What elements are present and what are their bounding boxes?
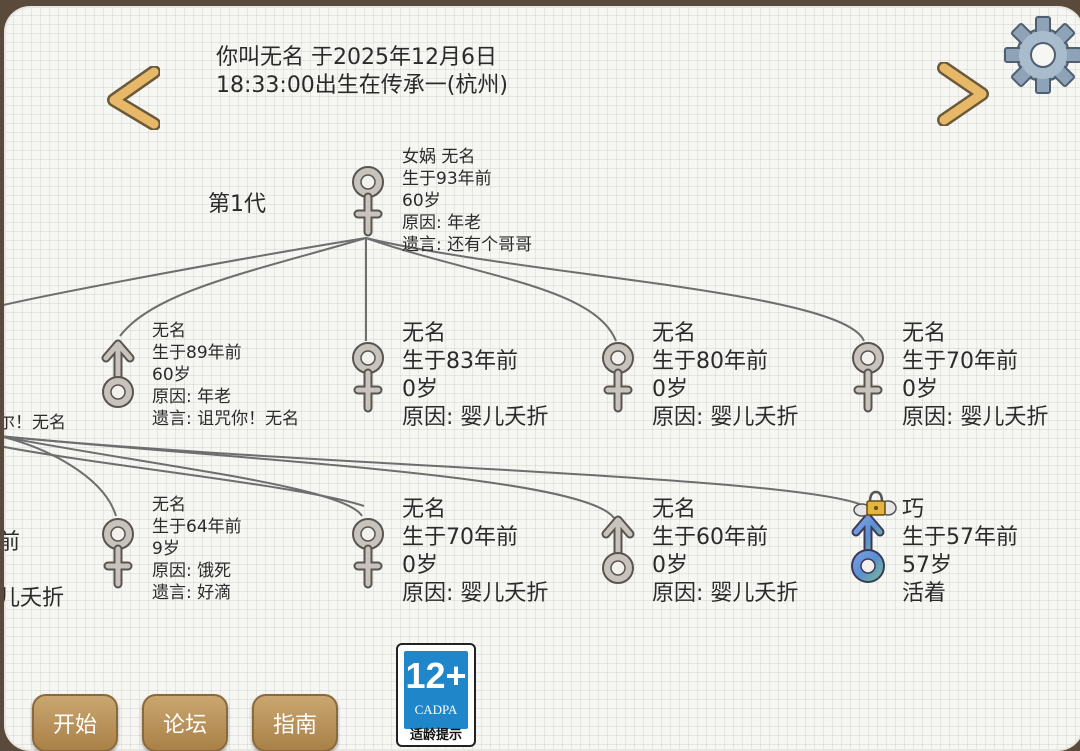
female-symbol-icon <box>352 166 384 237</box>
age-rating-number: 12+ <box>405 655 467 696</box>
settings-button[interactable] <box>1002 14 1080 100</box>
person-born: 生于57年前 <box>902 525 1018 550</box>
person-cause: 原因: 饿死 <box>152 561 232 581</box>
person-name: 无名 <box>902 321 947 346</box>
person-will: 遗言: 好滴 <box>152 583 232 603</box>
person-cause: 原因: 婴儿夭折 <box>402 581 549 606</box>
person-born: 生于70年前 <box>902 349 1018 374</box>
male-symbol-icon <box>601 515 635 584</box>
chevron-right-icon <box>937 61 989 127</box>
person-cause: 原因: 年老 <box>152 387 232 407</box>
person-born: 生于80年前 <box>652 349 768 374</box>
person-age: 9岁 <box>152 539 180 559</box>
person-status: 活着 <box>902 581 947 606</box>
age-rating-badge[interactable]: 12+ CADPA 适龄提示 <box>396 643 476 747</box>
tree-lines <box>4 237 865 519</box>
person-name: 巧 <box>902 497 925 522</box>
forum-button[interactable]: 论坛 <box>142 694 228 751</box>
female-symbol-icon <box>852 342 884 413</box>
person-name: 无名 <box>152 495 186 515</box>
lock-icon <box>853 490 897 517</box>
clipped-will-text: 尔！无名 <box>4 413 66 433</box>
clipped-text-bottom: 儿夭折 <box>4 586 65 611</box>
family-tree-panel: 你叫无名 于2025年12月6日 18:33:00出生在传承一(杭州) <box>4 6 1080 751</box>
person-age: 0岁 <box>652 553 688 578</box>
person-born: 生于83年前 <box>402 349 518 374</box>
guide-button[interactable]: 指南 <box>252 694 338 751</box>
chevron-left-icon <box>107 65 161 131</box>
age-rating-tip: 适龄提示 <box>409 728 462 743</box>
person-name: 无名 <box>402 321 447 346</box>
person-cause: 原因: 婴儿夭折 <box>902 405 1049 430</box>
prev-arrow-button[interactable] <box>104 65 161 134</box>
female-symbol-icon <box>352 518 384 589</box>
male-symbol-colored-icon <box>851 513 885 583</box>
age-rating-org: CADPA <box>414 702 458 717</box>
person-name: 无名 <box>652 321 697 346</box>
age-rating-box: 12+ CADPA <box>404 651 468 729</box>
person-born: 生于64年前 <box>152 517 242 537</box>
person-cause: 原因: 婴儿夭折 <box>652 405 799 430</box>
root-cause: 原因: 年老 <box>402 213 482 233</box>
person-age: 0岁 <box>652 377 688 402</box>
person-age: 60岁 <box>152 365 191 385</box>
person-born: 生于70年前 <box>402 525 518 550</box>
root-name: 女娲 无名 <box>402 147 476 167</box>
person-age: 0岁 <box>902 377 938 402</box>
person-cause: 原因: 婴儿夭折 <box>652 581 799 606</box>
female-symbol-icon <box>352 342 384 413</box>
birth-line-2: 18:33:00出生在传承一(杭州) <box>216 73 508 98</box>
person-age: 57岁 <box>902 553 952 578</box>
person-age: 0岁 <box>402 377 438 402</box>
root-will: 遗言: 还有个哥哥 <box>402 235 533 255</box>
clipped-text-top: 前 <box>4 530 21 555</box>
person-born: 生于60年前 <box>652 525 768 550</box>
person-name: 无名 <box>402 497 447 522</box>
female-symbol-icon <box>602 342 634 413</box>
birth-line-1: 你叫无名 于2025年12月6日 <box>216 45 497 70</box>
person-will: 遗言: 诅咒你！无名 <box>152 409 300 429</box>
gear-icon <box>1004 16 1080 94</box>
start-button[interactable]: 开始 <box>32 694 118 751</box>
person-age: 0岁 <box>402 553 438 578</box>
person-name: 无名 <box>652 497 697 522</box>
root-born: 生于93年前 <box>402 169 492 189</box>
male-symbol-icon <box>101 339 135 408</box>
person-born: 生于89年前 <box>152 343 242 363</box>
person-name: 无名 <box>152 321 186 341</box>
female-symbol-icon <box>102 518 134 589</box>
root-age: 60岁 <box>402 191 441 211</box>
birth-header: 你叫无名 于2025年12月6日 18:33:00出生在传承一(杭州) <box>216 44 508 100</box>
generation-label: 第1代 <box>208 192 266 217</box>
next-arrow-button[interactable] <box>936 61 992 130</box>
person-cause: 原因: 婴儿夭折 <box>402 405 549 430</box>
